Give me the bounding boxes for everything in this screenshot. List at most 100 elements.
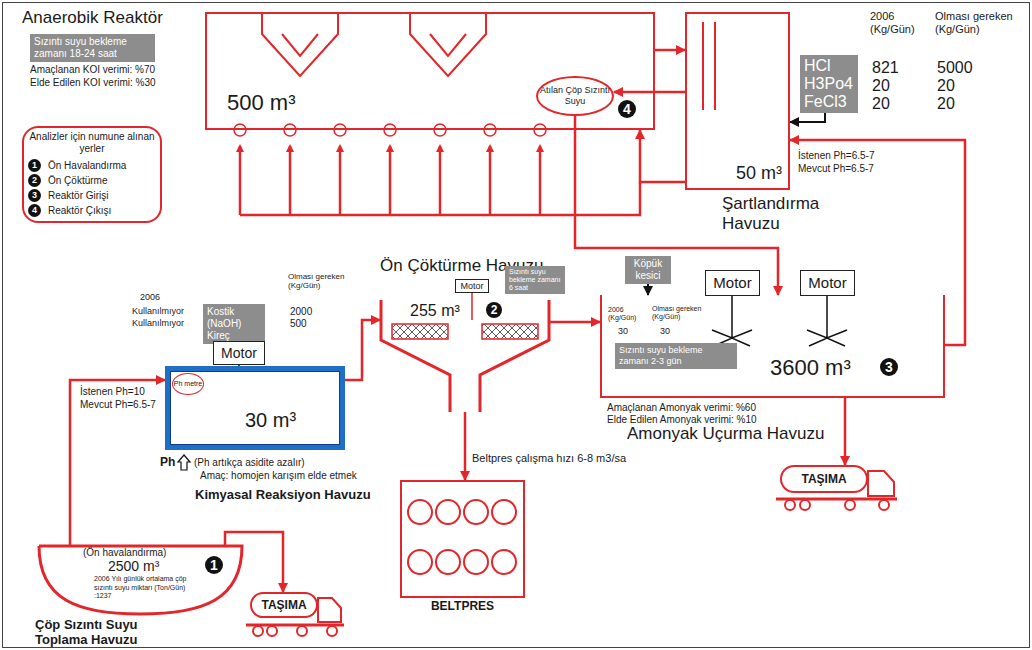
foam-cutter: Köpük kesici [625,256,671,284]
node-text: Sızıntı suyu bekleme zamanı 18-24 saat [34,36,151,60]
flow-arrow [790,140,965,345]
collection-pond-outline [39,546,242,614]
node-text: Motor [221,344,257,362]
drawing-stroke [284,124,296,136]
annotation: Amaçlanan KOI verimi: %70 [30,64,155,75]
flow-arrow [647,284,649,295]
drawing-stroke [318,598,341,622]
conditioning-pipes [703,22,715,110]
drawing-stroke [389,146,392,215]
node-text: Motor [808,273,846,293]
drawing-stroke [492,500,516,524]
flow-arrow [464,412,467,480]
node-text: Atılan Çöp Sızıntı Suyu [538,85,612,107]
node-text: 2006 Yılı günlük ortalama çöp sızıntı su… [94,575,194,601]
node-text: Motor [713,273,751,293]
flow-arrow [345,320,380,380]
drawing-stroke [289,146,292,215]
annotation: 30 [660,326,670,336]
belt-press-rollers [408,500,516,574]
callout-number: 4 [618,100,636,118]
node-text: Şartlandırma Havuzu [722,194,847,234]
annotation: 2006 [140,292,160,302]
drawing-stroke [392,324,448,339]
drawing-stroke [327,626,337,636]
node-text: Köpük kesici [629,258,667,282]
motor-box: Motor [705,270,760,296]
annotation: Mevcut Ph=6.5-7 [80,399,156,410]
settling-tank-outline [381,300,549,412]
drawing-stroke [868,471,894,496]
drawing-stroke [234,124,246,136]
drawing-stroke [262,14,486,76]
motor-box: Motor [800,270,855,296]
annotation: Amaçlanan Amonyak verimi: %60 [607,402,756,413]
drawing-stroke [408,500,432,524]
drawing-stroke [436,550,460,574]
drawing-stroke [178,455,190,470]
drawing-stroke [464,500,488,524]
drawing-stroke [334,124,346,136]
node-text: Analizler için numune alınan yerler [28,131,156,155]
annotation: 5000 [937,59,973,77]
ph-meter: Ph metre [172,373,204,395]
annotation: Kullanılmıyor [132,306,184,316]
truck-tank: TAŞIMA [780,465,868,493]
truck-tank: TAŞIMA [250,592,318,618]
node-text: HCl [804,57,854,75]
node-text: Reaktör Çıkışı [28,203,156,218]
drawing-stroke [434,124,446,136]
node-text: Ön Çöktürme [28,173,156,188]
drawing-stroke [492,550,516,574]
drawing-stroke [807,296,847,346]
drawing-stroke [267,626,277,636]
annotation: 2000 [290,306,312,317]
flow-arrow [640,130,685,182]
annotation: Elde Edilen KOI verimi: %30 [30,77,156,88]
chemical-box: HClH3Po4FeCl3 [800,55,858,113]
settling-hatch [392,324,538,339]
drawing-stroke [471,293,473,320]
annotation: Beltpres çalışma hızı 6-8 m3/sa [472,452,626,464]
node-text: H3Po4 [804,75,854,93]
drawing-stroke [253,626,263,636]
annotation: Elde Edilen Amonyak verimi: %10 [607,414,757,425]
distribution-manifold [234,124,640,215]
sampling-legend-box: Analizler için numune alınan yerlerÖn Ha… [22,126,162,223]
drawing-stroke [439,146,442,215]
node-text: 30 m³ [245,409,296,432]
drawing-stroke [703,22,715,110]
node-text: BELTPRES [402,599,523,613]
annotation: 30 [618,326,628,336]
reactor-tank: 500 m³Atılan Çöp Sızıntı Suyu [205,12,655,130]
annotation: Amaç: homojen karışım elde etmek [200,470,357,481]
callout-number: 3 [28,189,41,202]
annotation: Olması gereken (Kg/Gün) [652,305,712,321]
drawing-stroke [800,500,810,510]
settling-stirrer [471,293,473,320]
drawing-stroke [436,500,460,524]
annotation: Mevcut Ph=6.5-7 [798,163,874,174]
belt-press: BELTPRES [400,480,525,598]
chemical-box: Kostik (NaOH)Kireç [203,304,265,344]
annotation: 20 [872,77,890,95]
drawing-stroke [845,500,855,510]
annotation: 20 [937,77,955,95]
callout-number: 4 [28,204,41,217]
node-text: 255 m³ [410,302,460,320]
ph-arrow [178,455,190,470]
motor-box: Motor [455,279,489,293]
flow-arrow [614,91,685,94]
drawing-stroke [297,626,307,636]
node-text: Kimyasal Reaksiyon Havuzu [195,487,371,502]
reaction-tank: 30 m³Kimyasal Reaksiyon HavuzuPh metre [165,366,345,450]
drawing-stroke [234,124,546,136]
annotation: 2006 (Kg/Gün) [608,306,644,322]
flow-arrow [550,321,600,324]
node-text: Çöp Sızıntı Suyu Toplama Havuzu [35,617,170,647]
note-box: Sızıntı suyu bekleme zamanı 2-3 gün [615,343,737,369]
callout-number: 3 [880,358,898,376]
drawing-stroke [712,296,752,346]
diagram-title: Anaerobik Reaktör [22,8,163,28]
